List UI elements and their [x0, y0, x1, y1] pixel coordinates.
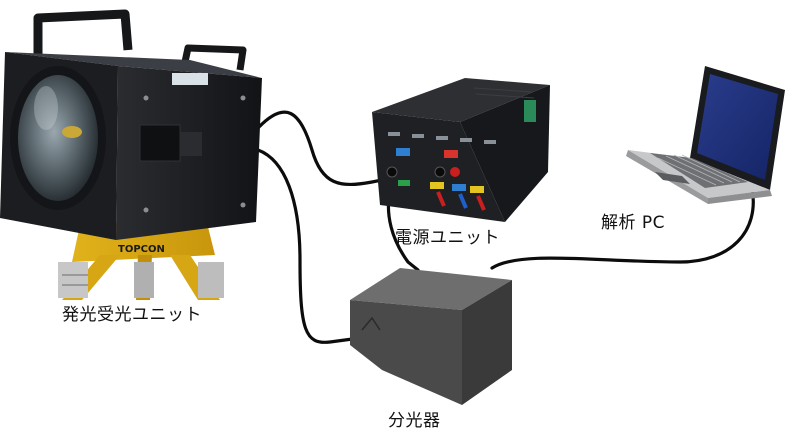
laptop-icon — [626, 66, 785, 204]
tripod-brand-text: TOPCON — [118, 244, 165, 255]
label-analysis-pc: 解析 PC — [601, 213, 666, 233]
label-power-unit: 電源ユニット — [395, 228, 500, 248]
power-supply-unit-icon — [372, 78, 550, 222]
cable-emitter-to-power — [256, 110, 394, 186]
spectrometer-icon — [350, 268, 512, 405]
cable-emitter-to-spectrometer — [256, 148, 362, 344]
label-spectrometer: 分光器 — [388, 411, 441, 431]
emitter-receiver-unit-icon — [0, 9, 262, 240]
label-emitter-receiver-unit: 発光受光ユニット — [62, 305, 202, 325]
cable-spectrometer-to-pc — [490, 186, 755, 270]
